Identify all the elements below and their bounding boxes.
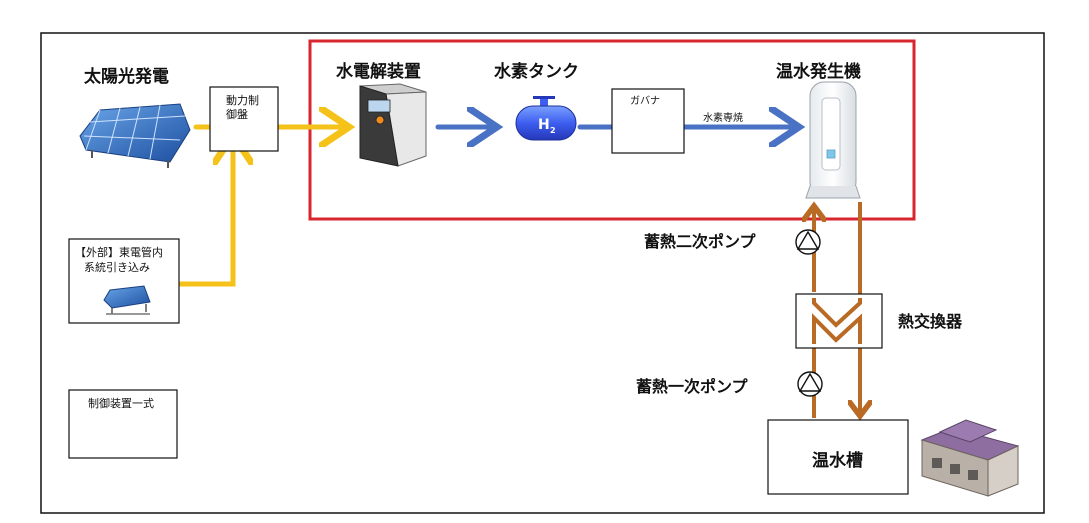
secondary-pump-icon [795,229,821,255]
factory-building-icon [920,419,1020,497]
power-control-label-1: 動力制 [226,93,259,107]
grid-intake-box [68,238,180,324]
solar-panel-icon [79,103,191,168]
grid-intake-label-1: 【外部】東電管内 [75,245,163,259]
hx-inner [812,298,862,344]
electrolyzer-icon [359,83,427,167]
solar-label: 太陽光発電 [84,66,169,87]
grid-solar-icon [103,285,151,315]
h2-combustion-label: 水素専焼 [703,111,743,124]
outer-frame [40,32,1045,514]
governor-label: ガバナ [630,95,660,107]
governor-box [611,88,685,154]
power-lines [177,127,344,287]
secondary-pump-label: 蓄熱二次ポンプ [644,232,757,251]
primary-pump-icon [797,371,823,397]
highlight-box [308,39,916,221]
control-set-box [68,389,178,459]
water-heater-icon [805,81,861,199]
primary-pump-label: 蓄熱一次ポンプ [636,377,749,396]
water-heater-label: 温水発生機 [776,61,861,82]
heat-exchanger-label: 熱交換器 [898,312,963,331]
h2-tank-icon [515,96,577,141]
power-control-label-2: 御盤 [226,107,248,121]
h2-badge: H [538,117,550,133]
electrolyzer-label: 水電解装置 [336,61,421,82]
grid-to-control-line [177,140,233,287]
grid-intake-label-2: 系統引き込み [84,260,150,274]
hot-water-tank-label: 温水槽 [812,450,863,471]
power-control-box [209,86,279,152]
h2-tank-label: 水素タンク [494,61,579,82]
h2-badge-sub: 2 [550,126,556,135]
hot-water-tank-box [767,419,909,495]
control-set-label: 制御装置一式 [88,396,154,410]
